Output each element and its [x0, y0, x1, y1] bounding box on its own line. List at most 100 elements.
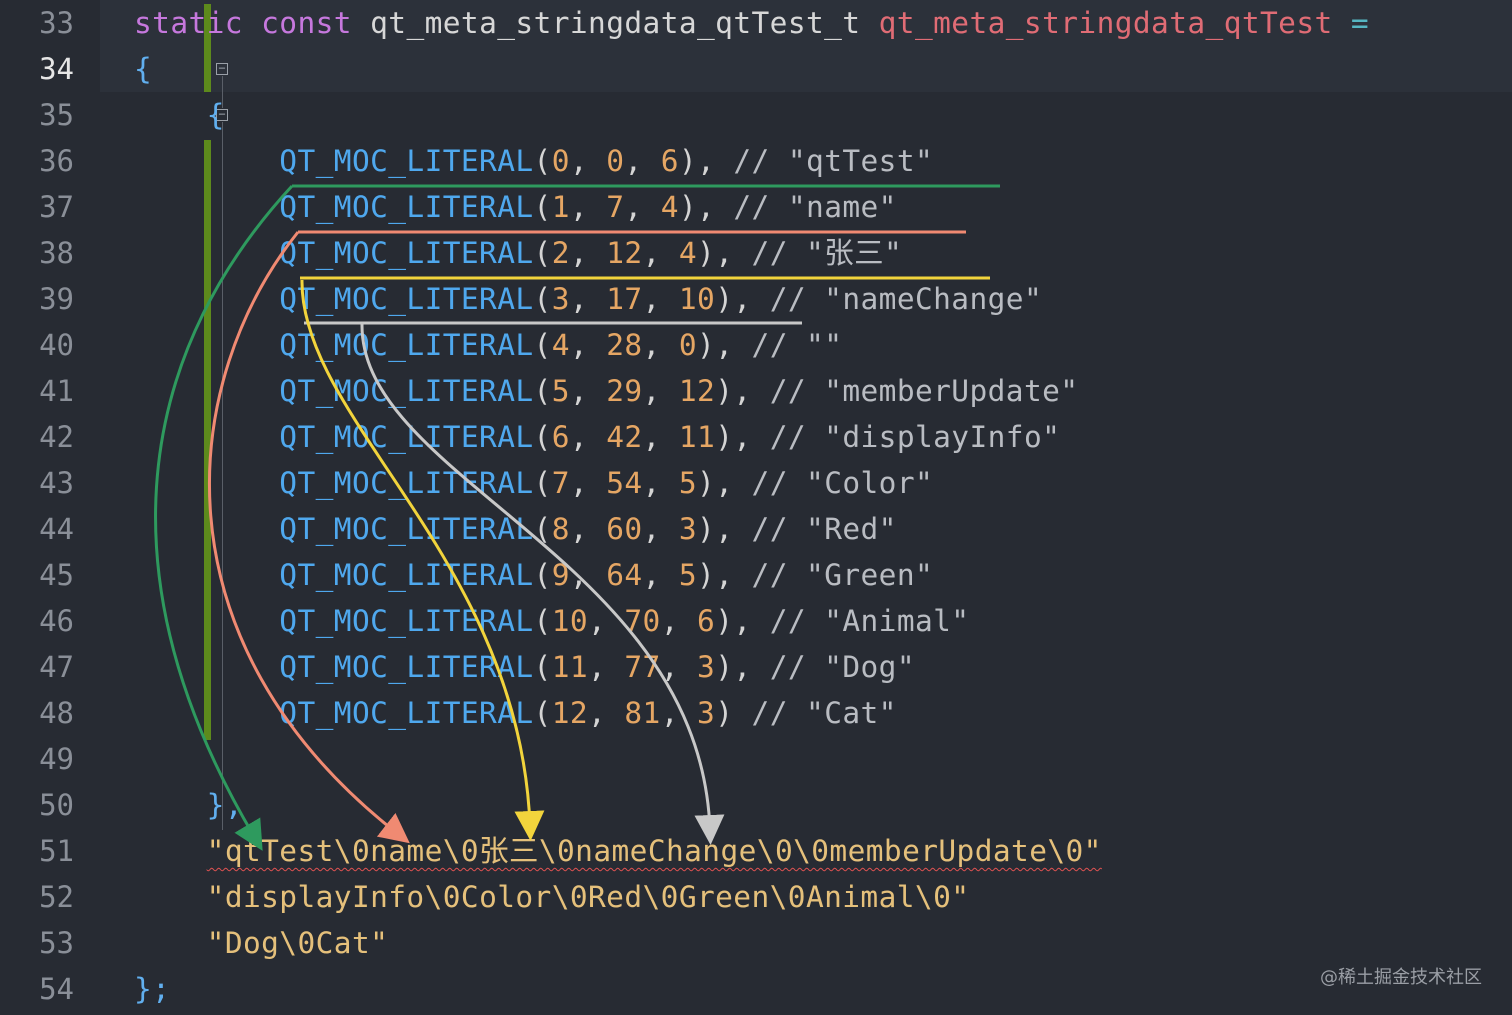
- arg-length: 11: [678, 420, 716, 454]
- code-line-48: QT_MOC_LITERAL(12, 81, 3) // "Cat": [134, 690, 897, 736]
- arg-index: 2: [551, 236, 570, 270]
- close-brace: },: [206, 788, 243, 822]
- code-line-38: QT_MOC_LITERAL(2, 12, 4), // "张三": [134, 230, 902, 276]
- comma: ,: [569, 144, 607, 178]
- paren-close: ),: [715, 374, 752, 408]
- comment: // "Animal": [769, 604, 970, 638]
- arg-offset: 17: [606, 282, 643, 316]
- code-line-54: };: [134, 966, 170, 1012]
- line-number: 39: [39, 282, 74, 316]
- comma: ,: [624, 190, 661, 224]
- arg-offset: 70: [624, 604, 661, 638]
- macro-name: QT_MOC_LITERAL: [279, 374, 534, 408]
- comma: ,: [569, 512, 607, 546]
- arg-offset: 64: [606, 558, 643, 592]
- line-number: 52: [39, 880, 74, 914]
- comment: // "displayInfo": [769, 420, 1061, 454]
- line-number: 44: [39, 512, 74, 546]
- code-line-34: {: [134, 46, 152, 92]
- comma: ,: [569, 374, 607, 408]
- code-line-46: QT_MOC_LITERAL(10, 70, 6), // "Animal": [134, 598, 969, 644]
- paren-close: ): [715, 696, 734, 730]
- arg-index: 3: [551, 282, 570, 316]
- open-brace: {: [206, 98, 225, 132]
- fold-guide: [222, 76, 223, 108]
- arg-index: 9: [551, 558, 570, 592]
- line-number: 37: [39, 190, 74, 224]
- code-line-39: QT_MOC_LITERAL(3, 17, 10), // "nameChang…: [134, 276, 1042, 322]
- arg-length: 0: [678, 328, 698, 362]
- open-brace: {: [134, 52, 153, 86]
- arg-index: 6: [551, 420, 570, 454]
- macro-name: QT_MOC_LITERAL: [279, 696, 534, 730]
- comma: ,: [642, 558, 679, 592]
- arg-offset: 12: [606, 236, 643, 270]
- macro-name: QT_MOC_LITERAL: [279, 328, 534, 362]
- line-number: 36: [39, 144, 74, 178]
- comma: ,: [642, 512, 679, 546]
- code-line-36: QT_MOC_LITERAL(0, 0, 6), // "qtTest": [134, 138, 933, 184]
- arg-length: 5: [678, 558, 698, 592]
- line-number: 40: [39, 328, 74, 362]
- arg-offset: 28: [606, 328, 643, 362]
- line-number: 42: [39, 420, 74, 454]
- macro-name: QT_MOC_LITERAL: [279, 420, 534, 454]
- comma: ,: [569, 236, 607, 270]
- arg-offset: 29: [606, 374, 643, 408]
- comma: ,: [660, 650, 698, 684]
- current-line-highlight: [0, 0, 1512, 46]
- line-number: 54: [39, 972, 74, 1006]
- line-number: 41: [39, 374, 74, 408]
- paren: (: [533, 236, 552, 270]
- close-brace: };: [134, 972, 171, 1006]
- string-literal: "qtTest\0name\0张三\0nameChange\0\0memberU…: [206, 834, 1102, 868]
- paren-close: ),: [697, 512, 734, 546]
- fold-toggle-icon[interactable]: −: [216, 62, 228, 75]
- comma: ,: [588, 650, 625, 684]
- arg-offset: 0: [606, 144, 625, 178]
- line-number: 33: [39, 6, 74, 40]
- comma: ,: [569, 558, 607, 592]
- line-number: 50: [39, 788, 74, 822]
- line-number: 49: [39, 742, 74, 776]
- code-line-51: "qtTest\0name\0张三\0nameChange\0\0memberU…: [134, 828, 1102, 874]
- line-number: 47: [39, 650, 74, 684]
- comment: // "Green": [751, 558, 934, 592]
- fold-toggle-icon[interactable]: −: [216, 108, 228, 121]
- line-number: 53: [39, 926, 74, 960]
- paren-close: ),: [697, 558, 734, 592]
- fold-margin: − −: [100, 0, 228, 1015]
- code-line-53: "Dog\0Cat": [134, 920, 388, 966]
- comment: // "Color": [751, 466, 934, 500]
- arg-offset: 81: [624, 696, 661, 730]
- current-line-highlight: [0, 46, 1512, 92]
- arg-length: 4: [660, 190, 679, 224]
- arg-length: 5: [678, 466, 698, 500]
- arg-index: 1: [551, 190, 570, 224]
- string-literal: "Dog\0Cat": [206, 926, 389, 960]
- code-line-37: QT_MOC_LITERAL(1, 7, 4), // "name": [134, 184, 897, 230]
- variable-name: qt_meta_stringdata_qtTest: [878, 6, 1333, 40]
- comment: // "Red": [751, 512, 897, 546]
- comment: // "Dog": [769, 650, 915, 684]
- line-number: 48: [39, 696, 74, 730]
- paren: (: [533, 282, 552, 316]
- paren: (: [533, 144, 552, 178]
- paren: (: [533, 190, 552, 224]
- arg-length: 12: [678, 374, 716, 408]
- arg-offset: 54: [606, 466, 643, 500]
- comma: ,: [642, 328, 679, 362]
- macro-name: QT_MOC_LITERAL: [279, 558, 534, 592]
- paren: (: [533, 558, 552, 592]
- line-number: 51: [39, 834, 74, 868]
- comma: ,: [642, 374, 679, 408]
- paren: (: [533, 650, 552, 684]
- type-name: qt_meta_stringdata_qtTest_t: [370, 6, 861, 40]
- line-number: 38: [39, 236, 74, 270]
- code-line-42: QT_MOC_LITERAL(6, 42, 11), // "displayIn…: [134, 414, 1060, 460]
- arg-index: 10: [551, 604, 589, 638]
- code-line-33: static const qt_meta_stringdata_qtTest_t…: [134, 0, 1369, 46]
- arg-length: 4: [678, 236, 698, 270]
